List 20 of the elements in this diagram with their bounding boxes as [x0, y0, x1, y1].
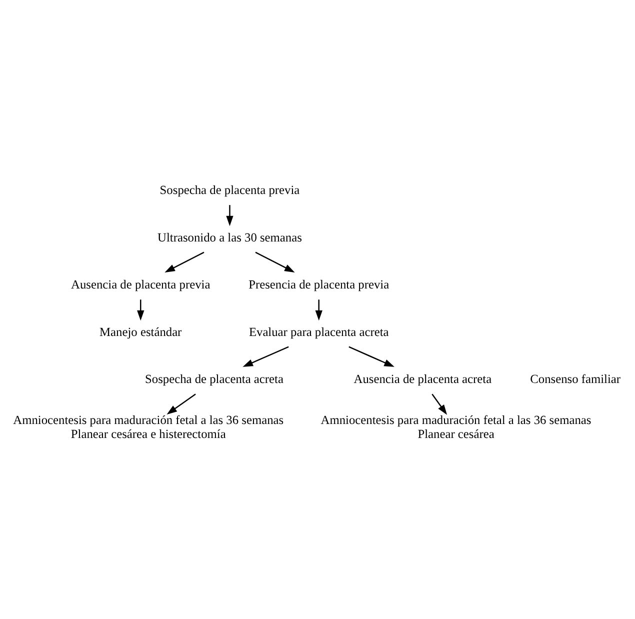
label: Consenso familiar — [530, 372, 621, 386]
arrow — [164, 251, 204, 272]
arrow — [348, 346, 394, 366]
node-text: Presencia de placenta previa — [248, 277, 390, 292]
node-text: Sospecha de placenta acreta — [145, 372, 284, 386]
node-text: Sospecha de placenta previa — [160, 182, 300, 196]
arrow — [226, 204, 234, 226]
arrow — [242, 346, 289, 366]
arrow — [432, 393, 448, 414]
node-text: Evaluar para placenta acreta — [248, 324, 389, 338]
node-text: Manejo estándar — [100, 324, 182, 338]
arrow — [166, 393, 196, 414]
node-text: Amniocentesis para maduración fetal a las 36 semanas Planear cesárea — [320, 412, 592, 441]
node-text: Ultrasonido a las 30 semanas — [158, 230, 302, 244]
arrow — [137, 299, 144, 320]
arrow — [255, 251, 295, 272]
node-text: Amniocentesis para maduración fetal a las 36 semanas Planear cesárea e histerectomía — [13, 412, 284, 441]
node-text: Ausencia de placenta acreta — [354, 372, 492, 386]
arrow — [315, 299, 322, 320]
node-text: Ausencia de placenta previa — [71, 277, 210, 292]
